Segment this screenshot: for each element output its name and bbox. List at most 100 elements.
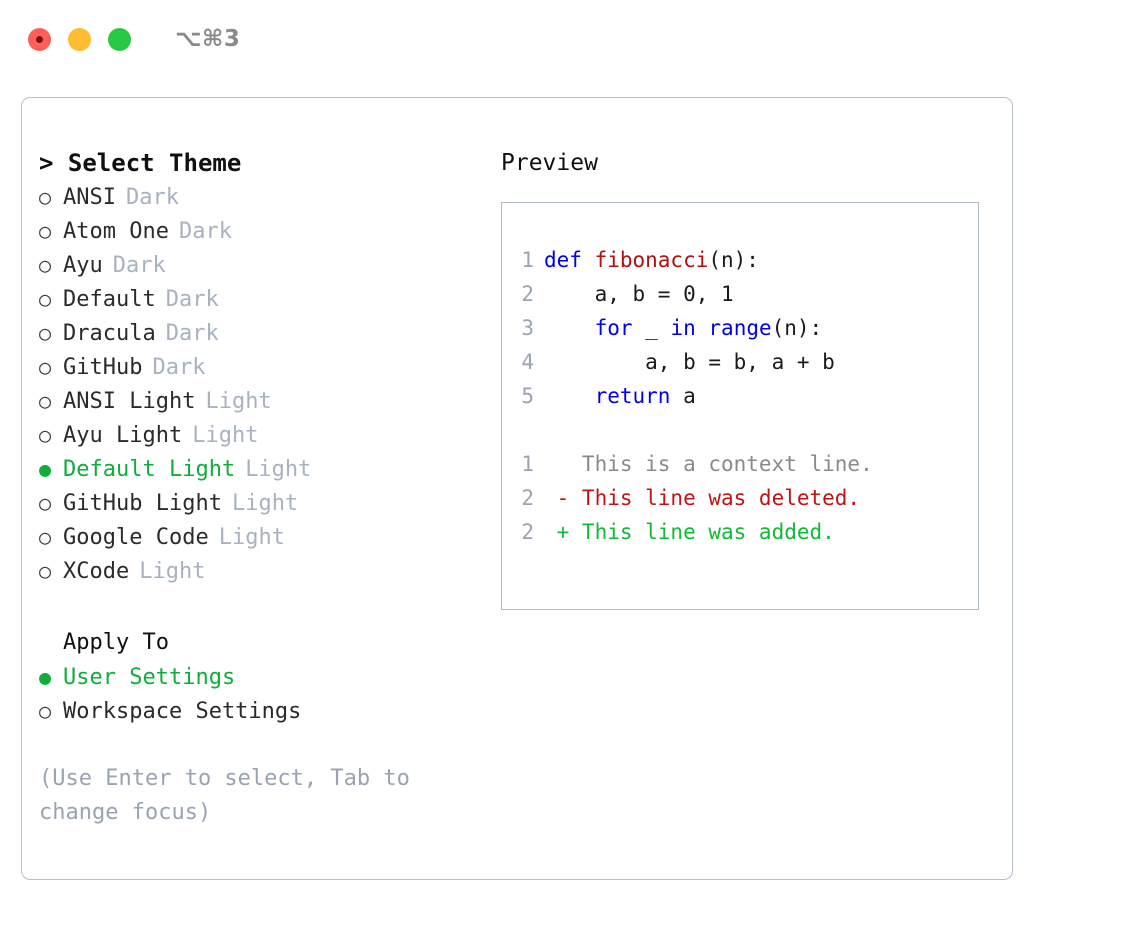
- code-line-text: + This line was added.: [544, 515, 835, 549]
- theme-option-label: ANSI: [63, 185, 116, 210]
- theme-option-label: Atom One: [63, 219, 169, 244]
- code-line-text: def fibonacci(n):: [544, 243, 759, 277]
- theme-option-label: Ayu Light: [63, 423, 183, 448]
- theme-option-label: Dracula: [63, 321, 156, 346]
- radio-unselected-icon: ○: [39, 559, 52, 583]
- theme-option-label: Google Code: [63, 525, 209, 550]
- radio-unselected-icon: ○: [39, 287, 52, 311]
- code-line-text: - This line was deleted.: [544, 481, 860, 515]
- line-number: 2: [521, 282, 534, 306]
- diff-sample: 1 This is a context line.2 - This line w…: [502, 447, 978, 549]
- theme-option-xcode[interactable]: ○ XCode Light: [39, 554, 484, 588]
- line-number: 2: [521, 486, 534, 510]
- radio-unselected-icon: ○: [39, 699, 52, 723]
- theme-option-ansi-light[interactable]: ○ ANSI Light Light: [39, 384, 484, 418]
- token-pl: (n):: [771, 316, 823, 340]
- token-kw: for: [594, 316, 633, 340]
- radio-unselected-icon: ○: [39, 525, 52, 549]
- diff-line: 1 This is a context line.: [502, 447, 978, 481]
- code-line: 5 return a: [502, 379, 978, 413]
- apply-to-option-user-settings[interactable]: ●User Settings: [39, 660, 484, 694]
- radio-unselected-icon: ○: [39, 355, 52, 379]
- theme-option-label: GitHub: [63, 355, 143, 380]
- code-line-text: a, b = 0, 1: [544, 277, 734, 311]
- theme-option-default[interactable]: ○ Default Dark: [39, 282, 484, 316]
- theme-option-category: Light: [218, 525, 285, 550]
- theme-option-atom-one[interactable]: ○ Atom One Dark: [39, 214, 484, 248]
- token-kw: in: [670, 316, 696, 340]
- token-kw: def: [544, 248, 595, 272]
- preview-heading: Preview: [501, 150, 598, 176]
- code-line-text: a, b = b, a + b: [544, 345, 835, 379]
- token-add: + This line was added.: [544, 520, 835, 544]
- token-pl: a, b = 0, 1: [544, 282, 734, 306]
- line-number: 3: [521, 316, 534, 340]
- radio-unselected-icon: ○: [39, 423, 52, 447]
- line-number: 1: [521, 248, 534, 272]
- radio-unselected-icon: ○: [39, 321, 52, 345]
- theme-option-category: Light: [205, 389, 272, 414]
- theme-option-category: Dark: [165, 287, 219, 312]
- token-ctx: This is a context line.: [544, 452, 873, 476]
- code-line: 1 def fibonacci(n):: [502, 243, 978, 277]
- code-line-text: return a: [544, 379, 696, 413]
- theme-option-ansi[interactable]: ○ ANSI Dark: [39, 180, 484, 214]
- theme-option-category: Light: [139, 559, 206, 584]
- code-line-text: for _ in range(n):: [544, 311, 823, 345]
- keyboard-hint-text: (Use Enter to select, Tab to change focu…: [39, 766, 410, 825]
- theme-option-category: Dark: [165, 321, 219, 346]
- token-pl: (n):: [708, 248, 759, 272]
- traffic-light-group: [28, 27, 131, 51]
- apply-to-option-label: Workspace Settings: [63, 699, 302, 724]
- radio-unselected-icon: ○: [39, 219, 52, 243]
- radio-unselected-icon: ○: [39, 185, 52, 209]
- apply-to-list: ●User Settings ○ Workspace Settings: [39, 660, 484, 728]
- apply-to-option-workspace-settings[interactable]: ○ Workspace Settings: [39, 694, 484, 728]
- minimize-window-icon[interactable]: [68, 27, 91, 51]
- close-window-icon[interactable]: [28, 27, 51, 51]
- theme-option-label: Ayu: [63, 253, 103, 278]
- theme-option-dracula[interactable]: ○ Dracula Dark: [39, 316, 484, 350]
- title-bar: ⌥⌘3: [0, 0, 1140, 78]
- code-line: 3 for _ in range(n):: [502, 311, 978, 345]
- radio-unselected-icon: ○: [39, 253, 52, 277]
- theme-option-google-code[interactable]: ○ Google Code Light: [39, 520, 484, 554]
- token-pl: [696, 316, 709, 340]
- code-diff-spacer: [502, 413, 978, 447]
- token-pl: a, b = b, a + b: [544, 350, 835, 374]
- window-title: ⌥⌘3: [175, 26, 241, 52]
- token-pl: [544, 384, 595, 408]
- token-del: - This line was deleted.: [544, 486, 861, 510]
- theme-option-category: Dark: [178, 219, 232, 244]
- line-number: 4: [521, 350, 534, 374]
- theme-option-label: Default: [63, 287, 156, 312]
- theme-option-category: Light: [231, 491, 299, 516]
- token-kw: return: [594, 384, 671, 408]
- theme-option-label: Default Light: [63, 457, 236, 482]
- token-fn: fibonacci: [594, 248, 709, 272]
- code-line: 4 a, b = b, a + b: [502, 345, 978, 379]
- theme-option-label: XCode: [63, 559, 130, 584]
- radio-selected-icon: ●: [39, 457, 52, 481]
- line-number: 5: [521, 384, 534, 408]
- theme-option-category: Dark: [125, 185, 179, 210]
- maximize-window-icon[interactable]: [108, 27, 131, 51]
- diff-line: 2 - This line was deleted.: [502, 481, 978, 515]
- theme-option-label: ANSI Light: [63, 389, 196, 414]
- line-number: 1: [521, 452, 534, 476]
- token-pl: a: [670, 384, 696, 408]
- token-pl: _: [632, 316, 671, 340]
- diff-line: 2 + This line was added.: [502, 515, 978, 549]
- select-theme-heading: > Select Theme: [39, 149, 242, 177]
- radio-unselected-icon: ○: [39, 389, 52, 413]
- token-kw: range: [708, 316, 772, 340]
